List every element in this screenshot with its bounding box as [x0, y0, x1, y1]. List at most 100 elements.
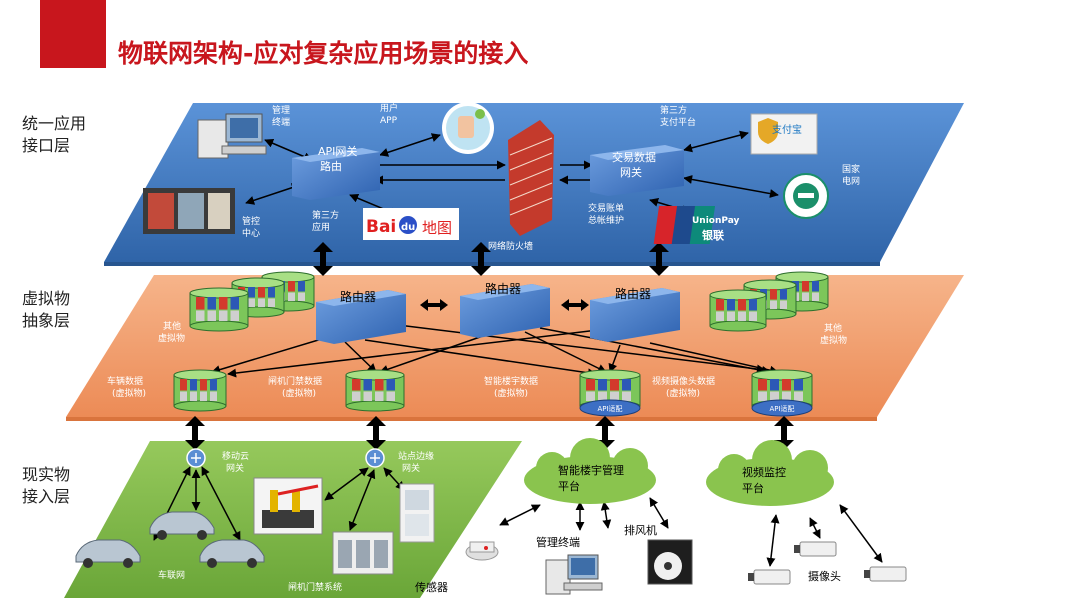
smoke-detector-icon: [465, 541, 499, 561]
virtual-layer-links: [211, 323, 779, 378]
camera-icon-3: [864, 566, 907, 582]
svg-text:地图: 地图: [422, 219, 452, 237]
user-app-icon: [442, 102, 494, 154]
svg-text:支付宝: 支付宝: [772, 123, 802, 136]
control-center-label-2: 中心: [242, 227, 260, 239]
edge-gateway-icon: [365, 448, 385, 468]
gate-system-label: 闸机门禁系统: [288, 581, 342, 593]
api-gateway-router: [292, 148, 380, 200]
router-label-2: 路由器: [485, 281, 521, 296]
connector-api-virtual-1: [313, 242, 333, 276]
mobile-gateway-label-1: 移动云: [222, 450, 249, 462]
camera-icon-2: [794, 541, 837, 557]
car-network-label: 车联网: [158, 569, 185, 581]
national-grid-logo: [783, 173, 829, 219]
user-app-label-2: APP: [380, 116, 398, 126]
trade-gateway-label-1: 交易数据: [612, 150, 656, 164]
cyl-other-left-front: [189, 287, 249, 332]
other-virtual-left-1: 其他: [163, 320, 181, 332]
building-data-label-1: 智能楼宇数据: [484, 375, 538, 387]
layer-connectors: [185, 242, 794, 450]
third-pay-label-2: 支付平台: [660, 116, 696, 128]
video-platform-label-2: 平台: [742, 481, 764, 495]
camera-data-label-1: 视频摄像头数据: [652, 375, 715, 387]
router-bidirectional-arrows: [420, 299, 589, 311]
layer-label-api-line2: 接口层: [22, 136, 71, 155]
pc-terminal-icon: [197, 113, 267, 159]
layer-label-api: 统一应用 接口层: [22, 113, 86, 157]
svg-text:Bai: Bai: [366, 217, 396, 237]
other-virtual-left-2: 虚拟物: [158, 332, 185, 344]
svg-text:du: du: [401, 222, 415, 233]
camera-label: 摄像头: [808, 569, 841, 583]
mgmt-pc-icon: [545, 554, 603, 595]
layer-label-api-line1: 统一应用: [22, 114, 87, 133]
layer-label-virtual-line1: 虚拟物: [22, 289, 71, 308]
connector-virtual-physical-1: [185, 416, 205, 450]
building-data-label-2: (虚拟物): [494, 387, 528, 399]
exhaust-fan-label: 排风机: [624, 523, 657, 537]
vehicle-data-label-2: (虚拟物): [112, 387, 146, 399]
physical-layer-links: [153, 466, 883, 567]
page-title: 物联网架构-应对复杂应用场景的接入: [118, 39, 529, 68]
building-platform-label-1: 智能楼宇管理: [558, 463, 624, 477]
firewall-label: 网络防火墙: [488, 240, 533, 252]
turnstile-icon: [332, 531, 394, 575]
trade-bill-label-1: 交易账单: [588, 202, 624, 214]
national-grid-label-1: 国家: [842, 163, 860, 175]
router-label-3: 路由器: [615, 286, 651, 301]
control-center-image: [143, 188, 235, 234]
router-box-2: 路由器: [460, 281, 550, 338]
control-center-label-1: 管控: [242, 215, 260, 227]
router-box-1: 路由器: [316, 289, 406, 344]
third-pay-label-1: 第三方: [660, 104, 687, 116]
cyl-camera: API适配: [751, 369, 813, 417]
layer-label-virtual: 虚拟物 抽象层: [22, 288, 70, 332]
cyl-vehicle: [173, 369, 227, 412]
api-gateway-label-1: API网关: [318, 144, 357, 158]
mobile-cloud-gateway-icon: [186, 448, 206, 468]
api-layer-edge: [104, 262, 880, 266]
exhaust-fan-icon: [647, 539, 693, 585]
trade-gateway-label-2: 网关: [620, 165, 642, 179]
sensor-label: 传感器: [415, 581, 448, 594]
cyl-other-right-front: [709, 289, 767, 332]
gate-data-label-2: (虚拟物): [282, 387, 316, 399]
mgmt-terminal-physical-label: 管理终端: [536, 535, 580, 549]
trade-bill-label-2: 总帐维护: [588, 214, 624, 226]
building-platform-label-2: 平台: [558, 479, 580, 493]
api-adapter-label: API适配: [769, 404, 794, 413]
layer-label-physical: 现实物 接入层: [22, 464, 70, 508]
router-label-1: 路由器: [340, 289, 376, 304]
virtual-layer-edge: [66, 417, 877, 421]
other-virtual-right-2: 虚拟物: [820, 334, 847, 346]
layer-label-virtual-line2: 抽象层: [22, 311, 71, 330]
svg-text:银联: 银联: [702, 228, 724, 242]
building-platform-cloud: [524, 438, 656, 504]
api-gateway-label-2: 路由: [320, 159, 342, 173]
api-adapter-label: API适配: [597, 404, 622, 413]
virtual-object-cylinders: API适配 API适配: [173, 271, 829, 417]
layer-label-physical-line1: 现实物: [22, 465, 71, 484]
car-icon-2: [75, 539, 141, 568]
mgmt-terminal-label-1: 管理: [272, 104, 290, 116]
video-platform-cloud: [706, 440, 834, 506]
gate-data-label-1: 闸机门禁数据: [268, 375, 322, 387]
edge-gateway-label-1: 站点边缘: [398, 450, 434, 462]
vehicle-data-label-1: 车辆数据: [107, 375, 143, 387]
third-app-label-2: 应用: [312, 221, 330, 233]
camera-data-label-2: (虚拟物): [666, 387, 700, 399]
car-icon-3: [199, 539, 265, 568]
user-app-label-1: 用户: [380, 102, 398, 114]
unionpay-logo: UnionPay 银联: [653, 206, 740, 244]
mobile-gateway-label-2: 网关: [226, 462, 244, 474]
baidu-map-logo: Bai du 地图: [363, 208, 459, 240]
other-virtual-right-1: 其他: [824, 322, 842, 334]
video-platform-label-1: 视频监控: [742, 465, 786, 479]
connector-api-virtual-2: [471, 242, 491, 276]
connector-virtual-physical-2: [366, 416, 386, 450]
layer-label-physical-line2: 接入层: [22, 487, 71, 506]
firewall-icon: [508, 120, 554, 236]
car-icon-1: [149, 511, 215, 540]
